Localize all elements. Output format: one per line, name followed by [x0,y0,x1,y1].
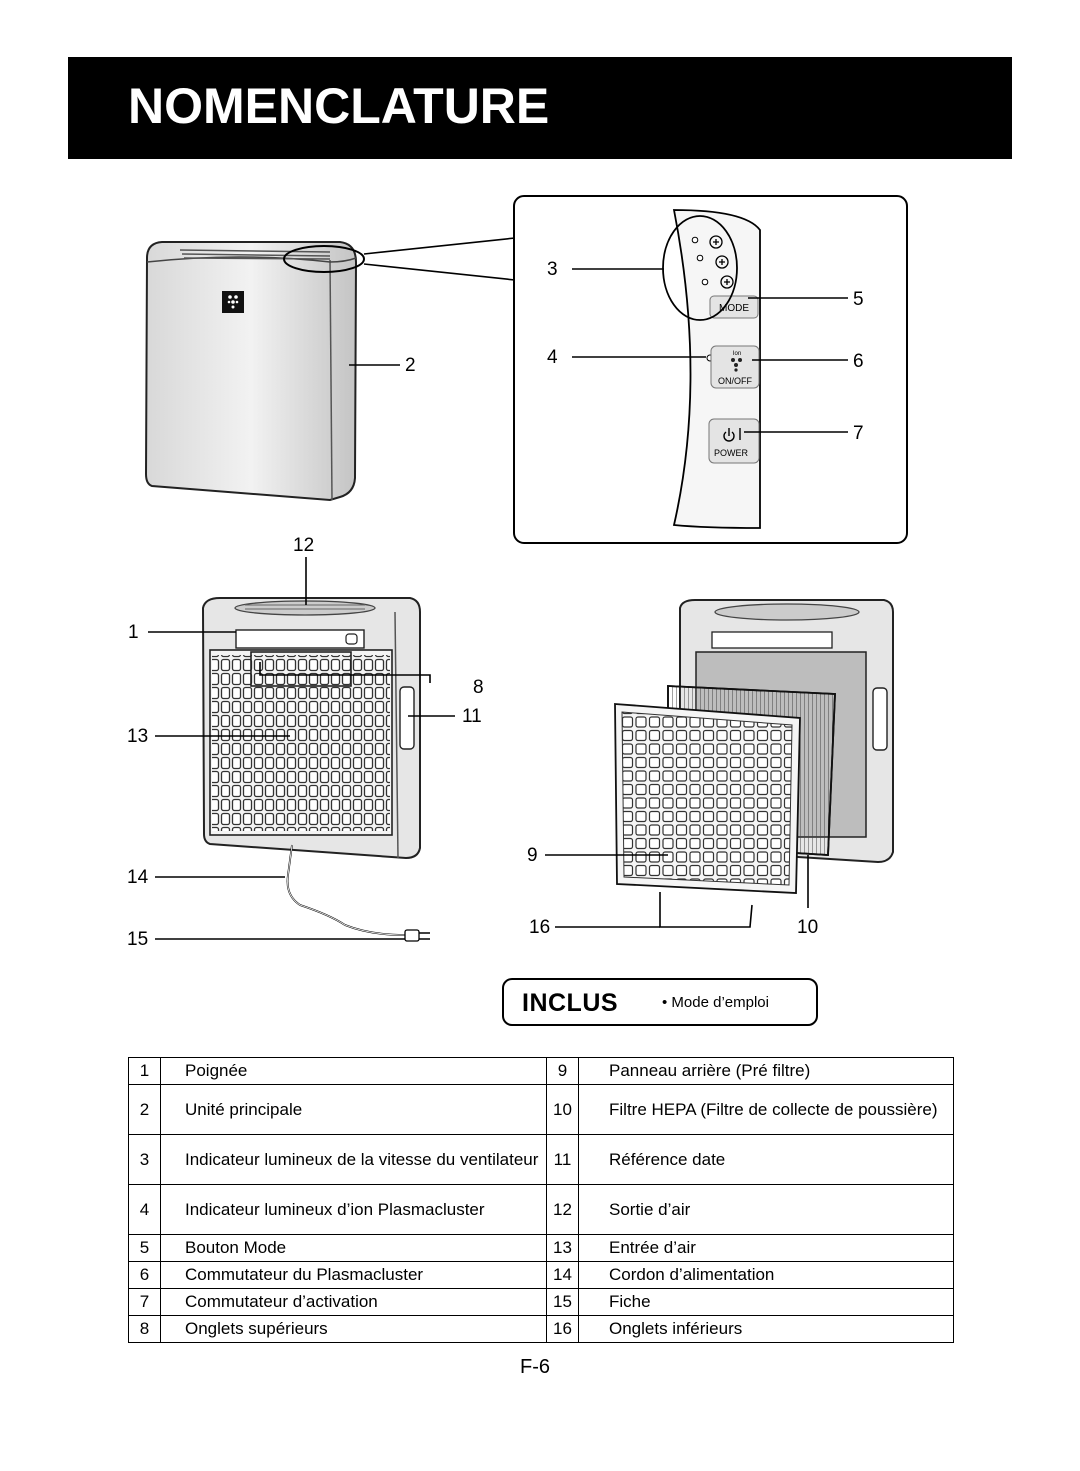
inclus-item: • Mode d’emploi [662,994,769,1011]
control-panel-zoom: MODE Ion ON/OFF POWER [513,195,908,544]
callout-5: 5 [853,289,864,310]
legend-label: Onglets supérieurs [160,1315,547,1343]
legend-row: 1 Poignée 9 Panneau arrière (Pré filtre) [128,1057,954,1085]
legend-number: 11 [546,1134,579,1185]
legend-label: Unité principale [160,1084,547,1135]
callout-12: 12 [293,535,315,556]
legend-number: 12 [546,1184,579,1235]
legend-row: 2 Unité principale 10 Filtre HEPA (Filtr… [128,1084,954,1135]
legend-number: 13 [546,1234,579,1262]
title-bar: NOMENCLATURE [68,57,1012,159]
callout-10: 10 [797,917,819,938]
callout-6: 6 [853,351,864,372]
callout-7: 7 [853,423,864,444]
ion-label: Ion [733,351,741,357]
callout-16: 16 [529,917,551,938]
legend-label: Bouton Mode [160,1234,547,1262]
callout-11: 11 [462,706,482,727]
legend-label: Panneau arrière (Pré filtre) [578,1057,954,1085]
inclus-title: INCLUS [522,989,619,1017]
legend-number: 7 [128,1288,161,1316]
callout-14: 14 [127,867,149,888]
legend-label: Sortie d’air [578,1184,954,1235]
legend-number: 10 [546,1084,579,1135]
inclus-box: INCLUS • Mode d’emploi [502,978,818,1026]
legend-row: 6 Commutateur du Plasmacluster 14 Cordon… [128,1261,954,1289]
legend-number: 15 [546,1288,579,1316]
callout-8: 8 [473,677,484,698]
legend-row: 7 Commutateur d’activation 15 Fiche [128,1288,954,1316]
parts-legend-table: 1 Poignée 9 Panneau arrière (Pré filtre)… [128,1057,954,1343]
legend-row: 4 Indicateur lumineux d’ion Plasmacluste… [128,1184,954,1235]
legend-label: Commutateur du Plasmacluster [160,1261,547,1289]
legend-label: Indicateur lumineux de la vitesse du ven… [160,1134,547,1185]
legend-number: 3 [128,1134,161,1185]
callout-9: 9 [527,845,538,866]
legend-number: 14 [546,1261,579,1289]
legend-row: 8 Onglets supérieurs 16 Onglets inférieu… [128,1315,954,1343]
legend-number: 5 [128,1234,161,1262]
callout-13: 13 [127,726,149,747]
main-unit-back-illustration [148,557,455,942]
legend-label: Commutateur d’activation [160,1288,547,1316]
page-title: NOMENCLATURE [128,78,550,134]
legend-row: 5 Bouton Mode 13 Entrée d’air [128,1234,954,1262]
callout-4: 4 [547,347,558,368]
page-number: F-6 [520,1356,550,1378]
legend-label: Fiche [578,1288,954,1316]
legend-number: 4 [128,1184,161,1235]
callout-1: 1 [128,622,139,643]
legend-number: 6 [128,1261,161,1289]
mode-button-label: MODE [719,303,749,314]
legend-label: Filtre HEPA (Filtre de collecte de pouss… [578,1084,954,1135]
main-unit-front-illustration [144,237,516,502]
legend-number: 2 [128,1084,161,1135]
legend-label: Entrée d’air [578,1234,954,1262]
onoff-label: ON/OFF [718,376,752,386]
legend-number: 8 [128,1315,161,1343]
legend-number: 9 [546,1057,579,1085]
legend-number: 1 [128,1057,161,1085]
legend-label: Onglets inférieurs [578,1315,954,1343]
legend-row: 3 Indicateur lumineux de la vitesse du v… [128,1134,954,1185]
legend-number: 16 [546,1315,579,1343]
callout-2: 2 [405,355,416,376]
legend-label: Cordon d’alimentation [578,1261,954,1289]
exploded-view-illustration [545,599,894,928]
power-label: POWER [714,448,749,458]
legend-label: Référence date [578,1134,954,1185]
callout-15: 15 [127,929,149,950]
callout-3: 3 [547,259,558,280]
legend-label: Indicateur lumineux d’ion Plasmacluster [160,1184,547,1235]
legend-label: Poignée [160,1057,547,1085]
